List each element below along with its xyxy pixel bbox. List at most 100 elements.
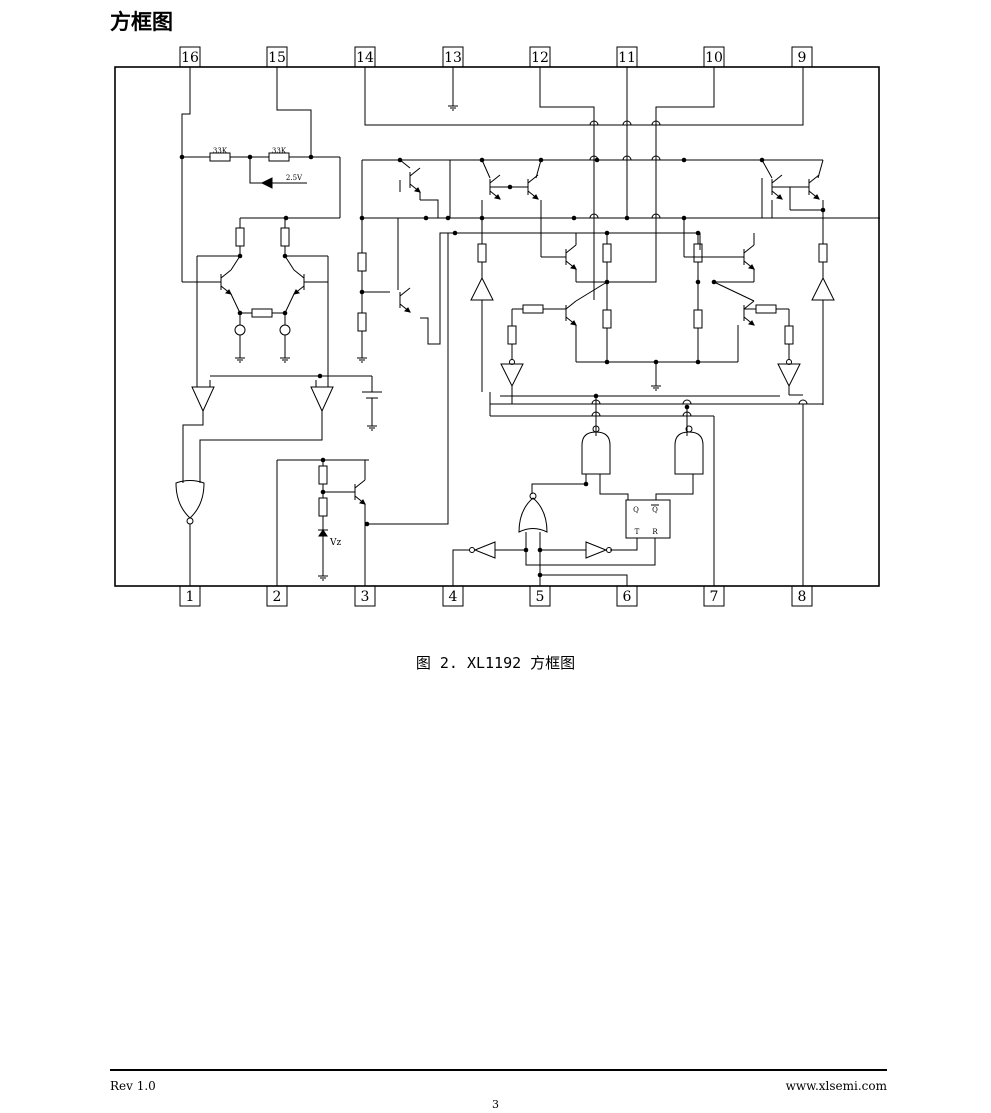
resistor (784, 325, 794, 345)
wire (713, 281, 755, 302)
pin-number: 14 (356, 50, 374, 66)
mirror-q3-arrow (775, 194, 783, 200)
wire-crossover (651, 155, 661, 161)
wire-crossover (589, 213, 599, 219)
driver-q1-arrow (413, 187, 421, 193)
wire (367, 233, 449, 525)
wire (761, 159, 773, 179)
wire (575, 281, 608, 302)
junction-dot (317, 373, 323, 379)
wire (276, 67, 312, 157)
pin-number: 6 (623, 589, 632, 605)
or-gate-icon (518, 497, 548, 533)
wire-crossover (591, 399, 601, 405)
driver-q2-collector (399, 287, 411, 297)
pin-number: 16 (181, 50, 199, 66)
flip-flop-q-label: Q (633, 506, 639, 514)
junction-dot (594, 157, 600, 163)
resistor (280, 227, 290, 247)
footer-rule (110, 1069, 887, 1071)
output-q1-collector (565, 244, 577, 254)
resistor-label: 33K (213, 147, 228, 155)
wire-crossover (682, 399, 692, 405)
resistor (251, 308, 273, 318)
pin-number: 9 (798, 50, 807, 66)
zener-label: Vz (329, 538, 341, 548)
junction-dot (681, 157, 687, 163)
flip-flop-t-label: T (635, 528, 640, 536)
mirror-q1-collector (489, 174, 501, 184)
gate-bubble (592, 425, 600, 433)
comparator-icon (191, 386, 215, 413)
wire (284, 293, 295, 314)
junction-dot (571, 215, 577, 221)
gate-bubble (469, 547, 475, 553)
gate-bubble (685, 425, 693, 433)
pin-8: 8 (791, 585, 813, 607)
pin-number: 12 (531, 50, 549, 66)
zener-icon (318, 529, 328, 537)
resistor (235, 227, 245, 247)
nand-gate-icon (674, 431, 704, 475)
wire-crossover (651, 213, 661, 219)
error-amp-q1-collector (220, 269, 232, 279)
pin-14: 14 (354, 46, 376, 68)
comparator-icon (310, 386, 334, 413)
flip-flop-block (625, 499, 671, 539)
pin-6: 6 (616, 585, 638, 607)
junction-dot (445, 215, 451, 221)
wire (599, 474, 629, 500)
wire-crossover (651, 120, 661, 126)
gate-bubble (786, 359, 792, 365)
wire-crossover (622, 155, 632, 161)
wire (230, 255, 241, 271)
inverter-icon (585, 541, 608, 559)
gate-bubble (509, 359, 515, 365)
pin-number: 1 (186, 589, 195, 605)
pin-3: 3 (354, 585, 376, 607)
wire (540, 574, 628, 586)
junction-dot (604, 359, 610, 365)
pin-4: 4 (442, 585, 464, 607)
resistor (693, 309, 703, 329)
pin-number: 3 (361, 589, 370, 605)
wire-crossover (622, 120, 632, 126)
wire (364, 67, 804, 126)
pin-number: 7 (710, 589, 719, 605)
wire-crossover (589, 155, 599, 161)
resistor (602, 309, 612, 329)
wire (539, 67, 595, 300)
buffer-icon (470, 276, 494, 301)
wire (181, 67, 191, 157)
wire (655, 474, 694, 500)
buffer-icon (811, 276, 835, 301)
resistor (602, 243, 612, 263)
inverter-icon (777, 363, 801, 388)
junction-dot (308, 154, 314, 160)
reference-label: 2.5V (286, 174, 303, 182)
error-amp-q2-arrow (293, 289, 301, 295)
output-q2-collector (743, 244, 755, 254)
resistor (818, 243, 828, 263)
pin-number: 8 (798, 589, 807, 605)
wire-crossover (798, 399, 808, 405)
nor-gate-icon (175, 480, 205, 519)
junction-dot (507, 184, 513, 190)
pin-5: 5 (529, 585, 551, 607)
resistor (477, 243, 487, 263)
resistor-label: 33K (272, 147, 287, 155)
junction-dot (537, 572, 543, 578)
footer-website: www.xlsemi.com (785, 1079, 887, 1093)
mirror-q4-arrow (812, 194, 820, 200)
inverter-icon (500, 363, 524, 388)
wire (399, 159, 411, 169)
pin-7: 7 (703, 585, 725, 607)
pin-15: 15 (266, 46, 288, 68)
wire (249, 157, 270, 184)
resistor (318, 497, 328, 517)
wire (525, 538, 656, 566)
regulator-q-arrow (358, 499, 366, 505)
